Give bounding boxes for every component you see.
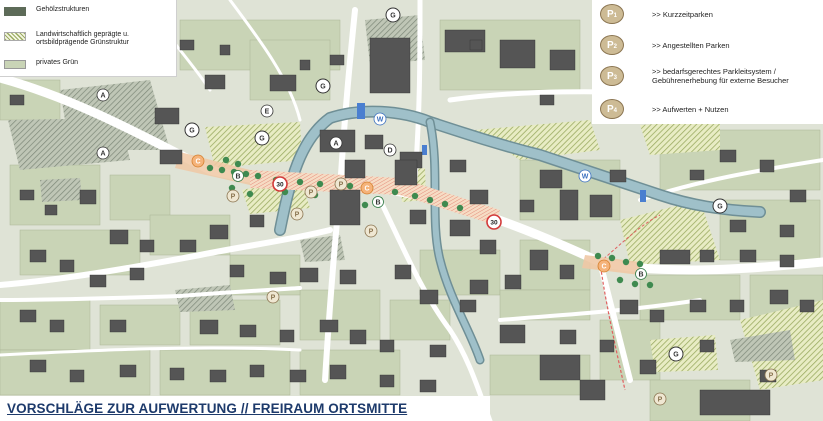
parking-marker: P [226,189,240,203]
zone-d-label: D [383,143,397,157]
svg-text:A: A [100,151,105,158]
svg-text:B: B [375,200,380,207]
svg-text:B: B [235,174,240,181]
legend-panel: Gehölzstrukturen Landwirtschaftlich gepr… [0,0,177,77]
svg-text:G: G [673,352,679,359]
zone-c-label: C [597,259,611,273]
parking-legend-label: >> bedarfsgerechtes Parkleitsystem / Geb… [652,67,789,85]
legend-item-agricultural: Landwirtschaftlich geprägte u. ortsbildp… [4,31,171,47]
zone-g-label: G [184,122,200,138]
zone-e-label: E [260,104,274,118]
svg-text:P: P [339,182,344,189]
legend-item-private-green: privates Grün [4,59,171,69]
parking-marker: P [334,177,348,191]
svg-text:30: 30 [490,219,498,226]
svg-text:P: P [271,295,276,302]
zone-c-label: C [191,154,205,168]
zone-b-label: B [635,268,647,280]
svg-text:B: B [638,272,643,279]
svg-text:C: C [195,159,200,166]
legend-swatch-agricultural [4,32,26,41]
svg-text:P: P [295,212,300,219]
parking-marker: P [266,290,280,304]
svg-text:A: A [100,93,105,100]
parking-marker: P [653,392,667,406]
water-marker: W [373,112,387,126]
parking-legend-label: >> Aufwerten + Nutzen [652,104,729,114]
zone-b-label: B [372,196,384,208]
pedestrian-route-2 [599,214,661,263]
pedestrian-route [599,261,626,391]
map-title: VORSCHLÄGE ZUR AUFWERTUNG // FREIRAUM OR… [7,401,408,416]
zone-g-label: G [254,130,270,146]
zone-a-label: A [96,88,110,102]
parking-marker: P [304,185,318,199]
svg-text:P: P [369,229,374,236]
speed-limit-30-sign: 30 [272,176,288,192]
svg-text:C: C [364,186,369,193]
svg-text:P: P [231,194,236,201]
svg-text:A: A [333,141,338,148]
svg-text:G: G [320,84,326,91]
svg-text:P: P [658,397,663,404]
zone-c-label: C [360,181,374,195]
svg-text:W: W [377,117,384,124]
parking-legend-label: >> Angestellten Parken [652,40,730,50]
zone-g-label: G [315,78,331,94]
svg-text:G: G [189,128,195,135]
svg-text:P: P [769,373,774,380]
zone-g-label: G [668,346,684,362]
zone-a-label: A [96,146,110,160]
speed-limit-30-sign: 30 [486,214,502,230]
parking-legend-label: >> Kurzzeitparken [652,9,713,19]
svg-text:30: 30 [276,181,284,188]
parking-marker: P [290,207,304,221]
zone-b-label: B [232,170,244,182]
svg-text:E: E [265,109,270,116]
svg-text:G: G [717,204,723,211]
zone-a-label: A [329,136,343,150]
svg-text:C: C [601,264,606,271]
legend-swatch-private-green [4,60,26,69]
water-marker: W [578,169,592,183]
legend-label: Landwirtschaftlich geprägte u. ortsbildp… [36,31,129,46]
legend-label: Gehölzstrukturen [36,6,90,13]
river [274,103,766,365]
zone-g-label: G [385,7,401,23]
legend-swatch-woods [4,7,26,16]
svg-text:G: G [259,136,265,143]
svg-text:D: D [387,148,392,155]
parking-marker: P [364,224,378,238]
title-bar: VORSCHLÄGE ZUR AUFWERTUNG // FREIRAUM OR… [0,396,490,421]
zone-g-label: G [712,198,728,214]
svg-text:W: W [582,174,589,181]
svg-text:G: G [390,13,396,20]
legend-item-woods: Gehölzstrukturen [4,6,171,16]
legend-label: privates Grün [36,59,79,66]
parking-marker: P [764,368,778,382]
buildings [9,29,815,416]
svg-text:P: P [309,190,314,197]
